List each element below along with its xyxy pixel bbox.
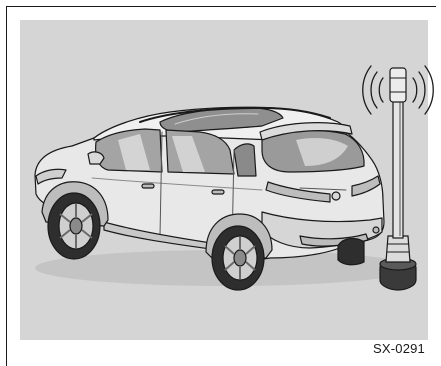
window-quarter (234, 144, 256, 176)
tow-hook (373, 227, 379, 233)
far-rear-wheel (338, 239, 364, 265)
rear-wheel-icon (212, 226, 264, 290)
door-handle-front (142, 184, 154, 188)
antenna-collar (386, 236, 410, 262)
tailgate-emblem (332, 192, 340, 200)
side-mirror (88, 152, 104, 164)
figure-code-label: SX-0291 (371, 341, 427, 357)
antenna-head (390, 68, 406, 102)
antenna-mast (393, 100, 403, 238)
door-handle-rear (212, 190, 224, 194)
front-wheel-icon (48, 193, 100, 259)
signal-antenna-icon (380, 68, 416, 290)
